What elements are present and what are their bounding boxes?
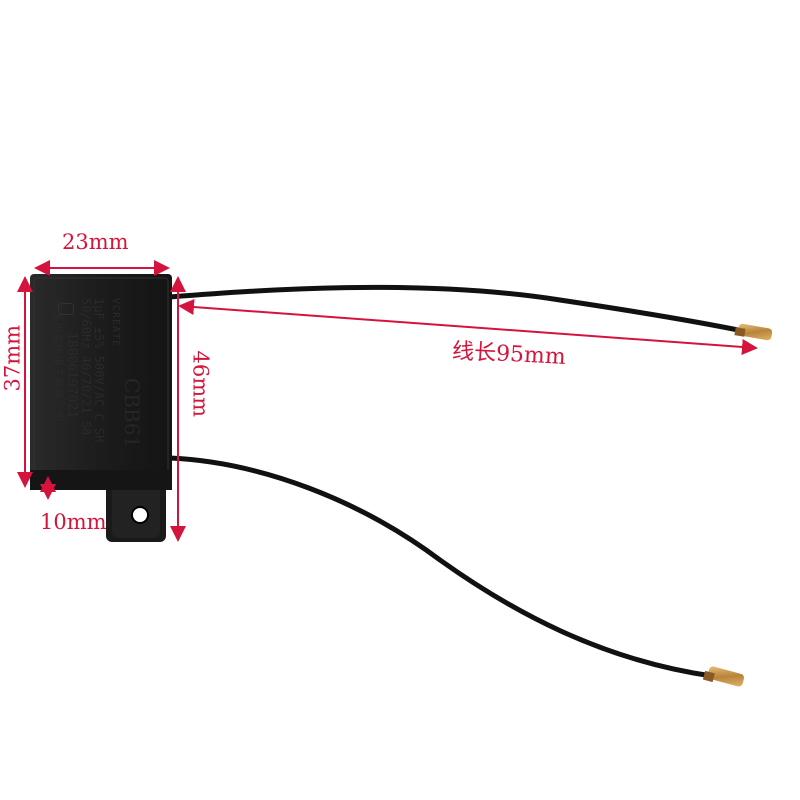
lower-terminal: [702, 666, 745, 687]
capacitor-body: [30, 274, 172, 490]
height-label: 37mm: [0, 324, 25, 392]
freq-mark: 50/60Hz 40/70/21 S0: [79, 298, 93, 436]
wire-length-label: 线长95mm: [451, 339, 567, 370]
upper-wire: [167, 284, 751, 335]
width-label: 23mm: [62, 230, 129, 254]
wire-dimension-line: [178, 299, 758, 355]
tab-label: 10mm: [40, 510, 107, 534]
upper-terminal: [734, 323, 773, 341]
maker-mark: 慈溪市鑫恒电子有限公司: [51, 300, 64, 421]
cqc-logo: [58, 303, 74, 315]
side-height-label: 46mm: [188, 350, 213, 418]
model-mark: CBB61: [120, 378, 144, 449]
mounting-tab: [106, 478, 166, 542]
serial-mark: 18006197021: [64, 332, 79, 419]
lower-wire: [167, 455, 715, 679]
brand-mark: VCREATE: [110, 298, 121, 348]
spec-mark: 1μF ±5% 500V/AC C SH: [92, 298, 106, 443]
